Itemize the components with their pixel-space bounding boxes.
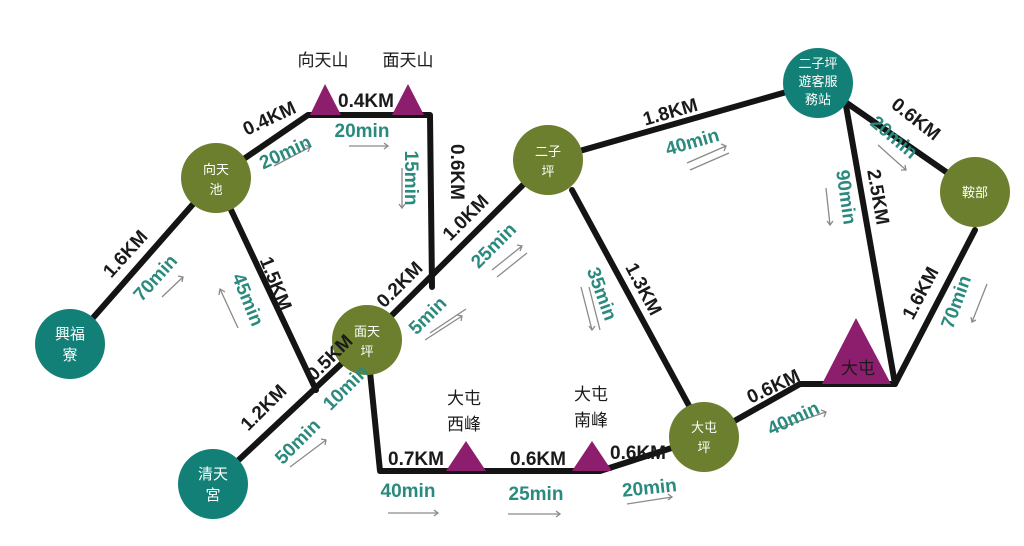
station-circle bbox=[181, 143, 251, 213]
arrow-icon bbox=[289, 438, 327, 468]
route-xiangtianchi-qingtian bbox=[213, 175, 319, 393]
time-label: 15min bbox=[400, 151, 421, 206]
distance-label: 0.6KM bbox=[446, 144, 467, 200]
time-label: 5min bbox=[405, 293, 451, 339]
time-label: 70min bbox=[130, 251, 182, 306]
station-circle bbox=[332, 305, 402, 375]
arrow-icon bbox=[626, 493, 674, 505]
arrow-icon bbox=[970, 283, 988, 323]
peak-triangle-xiangtianshan bbox=[310, 84, 341, 115]
station-circle bbox=[35, 309, 105, 379]
arrow-icon bbox=[349, 142, 390, 150]
distance-label: 1.6KM bbox=[99, 226, 152, 282]
time-label: 70min bbox=[938, 273, 977, 332]
route-xingfu-xiangtianchi bbox=[67, 175, 219, 347]
time-label: 25min bbox=[509, 484, 564, 505]
station-label: 坪 bbox=[697, 441, 710, 456]
station-label: 大屯 bbox=[691, 421, 717, 436]
arrow-icon bbox=[769, 409, 827, 432]
arrow-icon bbox=[424, 308, 467, 341]
station-datunping[interactable]: 大屯 坪 bbox=[669, 402, 739, 472]
route-south-loop bbox=[365, 349, 709, 474]
station-label: 坪 bbox=[360, 345, 373, 360]
station-label: 遊客服 bbox=[798, 74, 837, 90]
time-label: 90min bbox=[831, 169, 859, 226]
arrow-icon bbox=[825, 187, 834, 227]
trail-routes bbox=[67, 80, 978, 487]
station-circle bbox=[178, 449, 248, 519]
peak-label-miantianshan: 面天山 bbox=[383, 51, 434, 71]
arrow-icon bbox=[686, 143, 730, 171]
peak-triangle-datun-west bbox=[446, 441, 486, 471]
route-center-datun bbox=[842, 97, 898, 387]
arrow-icon bbox=[398, 168, 406, 210]
peak-triangle-datun-main bbox=[822, 318, 891, 384]
station-label: 鞍部 bbox=[962, 185, 988, 201]
distance-label: 1.2KM bbox=[237, 381, 291, 435]
arrow-icon bbox=[161, 275, 184, 298]
station-qingtiangong[interactable]: 清天 宮 bbox=[178, 449, 248, 519]
arrow-icon bbox=[580, 286, 601, 332]
station-xiebu[interactable]: 鞍部 bbox=[940, 157, 1010, 227]
arrow-icon bbox=[273, 144, 311, 167]
route-xiangtianchi-peaks bbox=[213, 112, 435, 290]
distance-label: 0.7KM bbox=[388, 449, 444, 470]
station-label: 池 bbox=[209, 183, 222, 198]
distance-label: 0.6KM bbox=[510, 449, 566, 470]
station-label: 興福 bbox=[55, 325, 85, 343]
route-junction-erziping bbox=[367, 157, 551, 340]
route-xiebu-datun bbox=[892, 227, 978, 387]
arrow-icon bbox=[491, 244, 528, 278]
station-label: 二子坪 bbox=[798, 57, 837, 72]
direction-arrows bbox=[161, 142, 988, 518]
peak-label-datun-west: 西峰 bbox=[447, 415, 481, 435]
time-label: 40min bbox=[764, 398, 823, 440]
arrow-icon bbox=[508, 510, 562, 518]
station-label: 向天 bbox=[203, 162, 229, 178]
station-xiangtianchi[interactable]: 向天 池 bbox=[181, 143, 251, 213]
route-erziping-center bbox=[545, 80, 821, 163]
station-circle bbox=[783, 48, 853, 118]
station-erziping[interactable]: 二子 坪 bbox=[513, 125, 583, 195]
peak-triangle-miantianshan bbox=[392, 84, 424, 115]
peak-label-datun-south: 南峰 bbox=[574, 411, 608, 431]
station-label: 務站 bbox=[805, 93, 831, 108]
time-label: 40min bbox=[381, 481, 436, 502]
arrow-icon bbox=[877, 144, 907, 171]
station-erziping-visitor-center[interactable]: 二子坪 遊客服 務站 bbox=[783, 48, 853, 118]
distance-label: 1.6KM bbox=[899, 264, 944, 323]
peak-label-datun-west: 大屯 bbox=[447, 389, 481, 409]
time-label: 20min bbox=[335, 121, 390, 142]
time-label: 20min bbox=[256, 132, 315, 174]
peak-label-datun-south: 大屯 bbox=[574, 385, 608, 405]
peak-triangle-datun-south bbox=[572, 441, 612, 471]
peak-label-xiangtianshan: 向天山 bbox=[298, 51, 349, 71]
distance-label: 0.4KM bbox=[338, 91, 394, 112]
station-label: 清天 bbox=[198, 465, 228, 483]
station-xingfuliao[interactable]: 興福 寮 bbox=[35, 309, 105, 379]
station-label: 坪 bbox=[541, 165, 554, 180]
station-label: 寮 bbox=[62, 346, 77, 364]
station-circle bbox=[513, 125, 583, 195]
arrow-icon bbox=[388, 509, 440, 517]
arrow-icon bbox=[218, 287, 239, 329]
station-circle bbox=[669, 402, 739, 472]
peak-markers bbox=[310, 84, 891, 471]
station-label: 面天 bbox=[354, 325, 380, 340]
distance-label: 0.6KM bbox=[610, 443, 666, 464]
station-label: 二子 bbox=[535, 145, 561, 160]
route-erziping-datunping bbox=[569, 187, 709, 440]
peak-labels: 向天山 面天山 大屯 西峰 大屯 南峰 大屯 bbox=[298, 51, 876, 435]
station-circle bbox=[940, 157, 1010, 227]
station-miantianping[interactable]: 面天 坪 bbox=[332, 305, 402, 375]
station-nodes: 興福 寮 向天 池 面天 坪 清天 宮 二子 坪 二子坪 遊客服 務站 bbox=[35, 48, 1010, 519]
time-label: 40min bbox=[663, 125, 722, 160]
peak-label-datun-main: 大屯 bbox=[841, 359, 875, 379]
station-label: 宮 bbox=[205, 486, 220, 504]
distance-label: 0.4KM bbox=[240, 98, 300, 141]
